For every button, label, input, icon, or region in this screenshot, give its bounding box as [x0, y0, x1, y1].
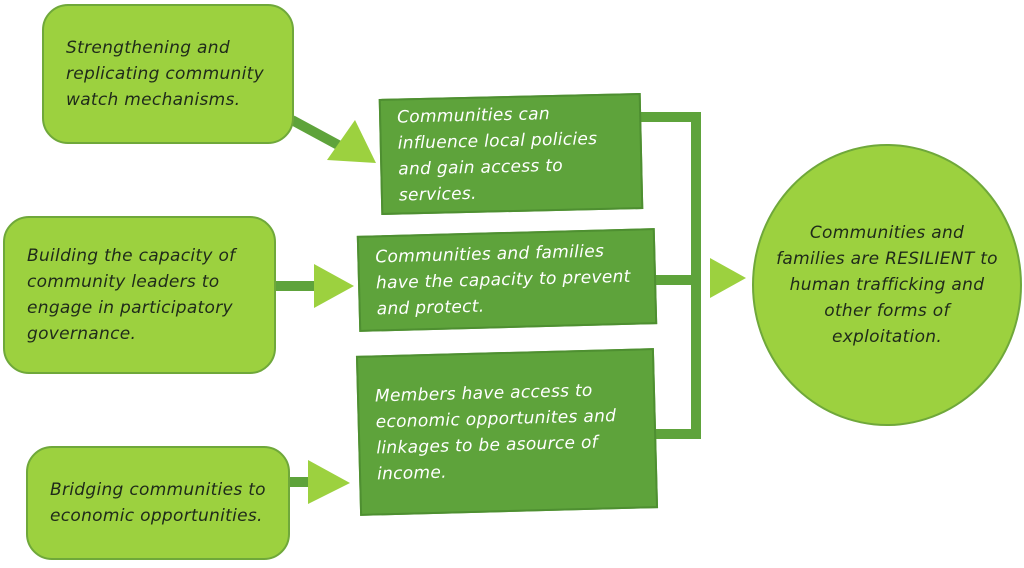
- outcome-prevent-protect: Communities and families have the capaci…: [356, 228, 658, 332]
- arrowhead-input-3: [308, 460, 350, 504]
- outcome-local-policies-text: Communities can influence local policies…: [396, 104, 598, 206]
- arrowhead-goal: [710, 258, 746, 298]
- input-economic-bridging-text: Bridging communities to economic opportu…: [50, 480, 266, 526]
- outcome-economic-access: Members have access to economic opportun…: [355, 348, 659, 516]
- input-community-watch: Strengthening and replicating community …: [42, 4, 294, 144]
- outcome-economic-access-text: Members have access to economic opportun…: [374, 380, 617, 485]
- outcome-prevent-protect-text: Communities and families have the capaci…: [375, 241, 631, 320]
- arrowhead-input-1: [327, 120, 376, 163]
- goal-resilient-communities-text: Communities and families are RESILIENT t…: [776, 223, 998, 347]
- input-capacity-building: Building the capacity of community leade…: [3, 216, 276, 374]
- input-capacity-building-text: Building the capacity of community leade…: [27, 246, 236, 344]
- outcome-local-policies: Communities can influence local policies…: [378, 93, 644, 215]
- connector-input-1: [289, 115, 343, 151]
- goal-resilient-communities: Communities and families are RESILIENT t…: [752, 144, 1022, 426]
- arrowhead-input-2: [314, 264, 354, 308]
- input-economic-bridging: Bridging communities to economic opportu…: [26, 446, 290, 560]
- input-community-watch-text: Strengthening and replicating community …: [66, 38, 264, 110]
